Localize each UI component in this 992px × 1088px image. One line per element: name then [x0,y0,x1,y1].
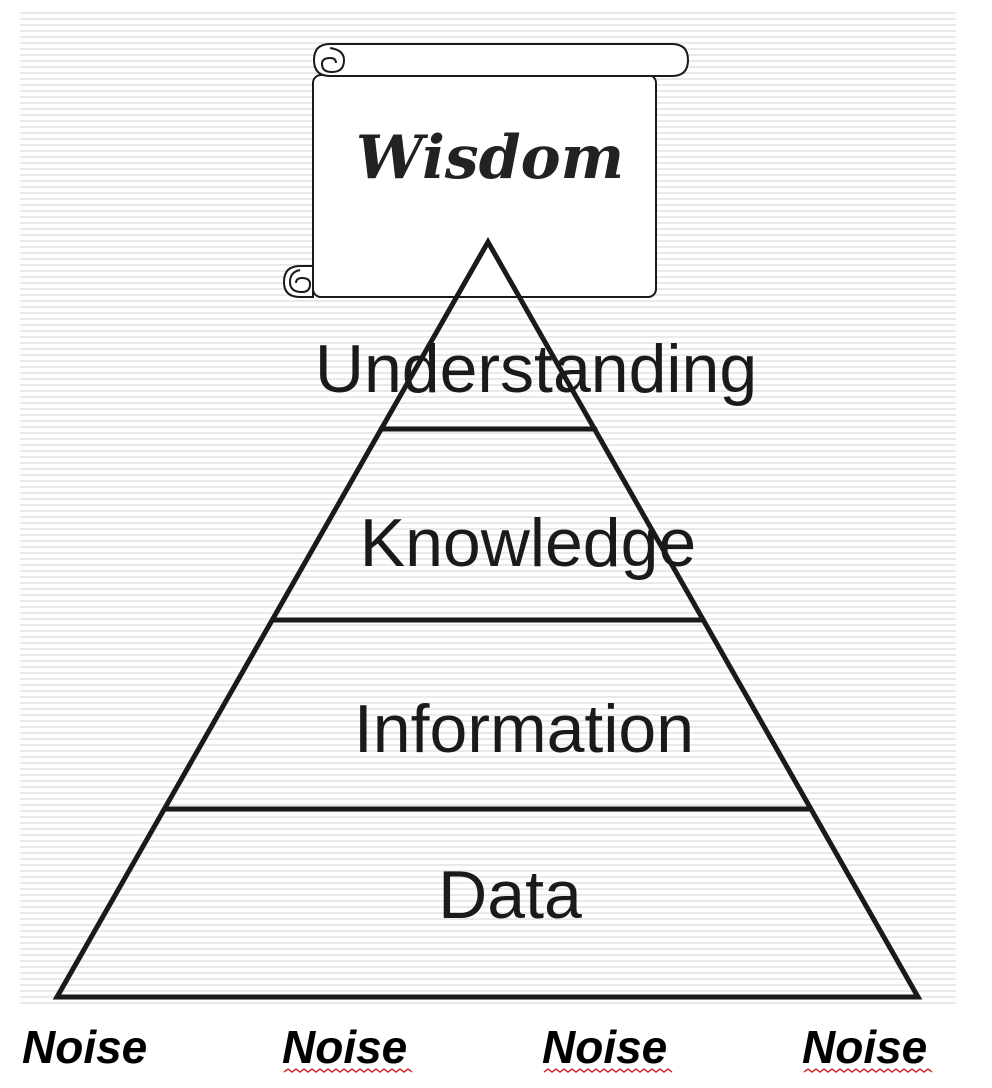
noise-label: Noise [22,1021,147,1073]
spellcheck-underline [283,1068,413,1073]
wisdom-label: Wisdom [356,123,624,193]
layer-label-knowledge: Knowledge [360,505,696,581]
noise-label: Noise [802,1021,927,1073]
noise-label: Noise [282,1021,407,1073]
spellcheck-squiggles [283,1068,933,1073]
layer-label-understanding: Understanding [315,331,757,407]
wisdom-scroll [282,43,690,298]
layer-label-data: Data [438,857,582,933]
pyramid [52,236,923,1000]
layer-label-information: Information [354,691,694,767]
spellcheck-underline [543,1068,673,1073]
noise-label: Noise [542,1021,667,1073]
spellcheck-underline [803,1068,933,1073]
